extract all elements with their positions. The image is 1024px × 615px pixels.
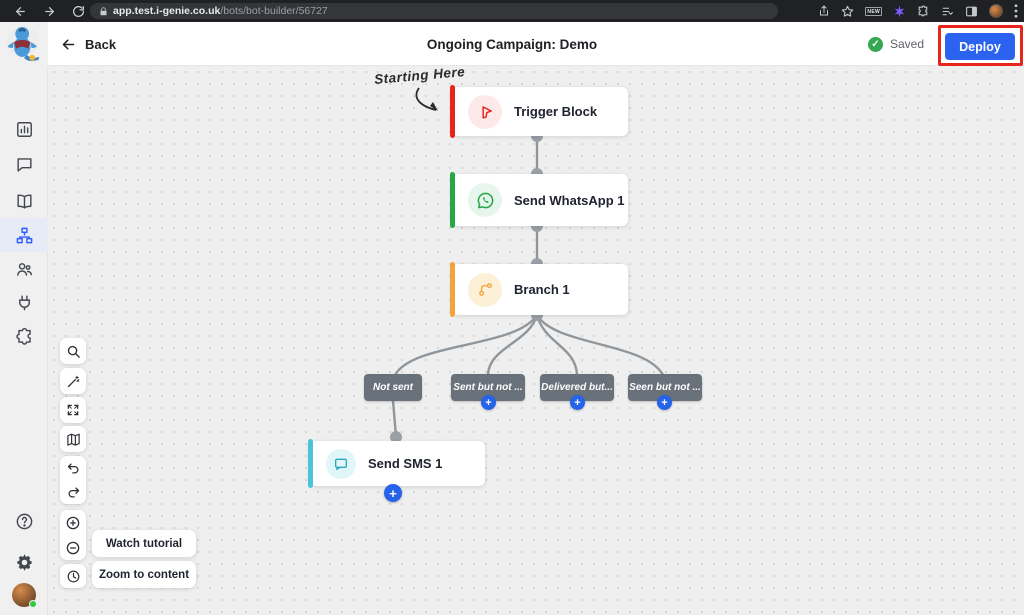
- url-bar[interactable]: app.test.i-genie.co.uk/bots/bot-builder/…: [90, 3, 778, 19]
- canvas-history-button[interactable]: [60, 564, 86, 588]
- branch-label-sent-not[interactable]: Sent but not ...: [451, 374, 525, 401]
- branch-label-not-sent[interactable]: Not sent: [364, 374, 422, 401]
- sidebar-item-chats[interactable]: [0, 147, 48, 181]
- flow-canvas[interactable]: Starting Here Trigger Block Send WhatsAp…: [48, 64, 1024, 615]
- back-label: Back: [85, 36, 117, 52]
- extensions-puzzle-icon[interactable]: [917, 5, 930, 18]
- genie-logo-icon: [7, 25, 40, 62]
- node-label: Send WhatsApp 1: [514, 192, 625, 208]
- chat-bubble-icon: [16, 157, 32, 172]
- sms-icon: [326, 448, 356, 479]
- plug-icon: [18, 294, 30, 310]
- browser-chrome: app.test.i-genie.co.uk/bots/bot-builder/…: [0, 0, 1024, 22]
- users-icon: [16, 262, 32, 276]
- node-branch[interactable]: Branch 1: [450, 262, 628, 317]
- book-icon: [16, 193, 32, 209]
- canvas-search-button[interactable]: [60, 338, 86, 364]
- extension-new-icon[interactable]: NEW: [865, 6, 882, 16]
- user-avatar[interactable]: [12, 583, 37, 608]
- canvas-magic-wand-button[interactable]: [60, 368, 86, 394]
- zoom-in-icon[interactable]: [65, 515, 81, 531]
- url-path: /bots/bot-builder/56727: [220, 5, 328, 17]
- redo-icon[interactable]: [66, 485, 81, 500]
- sidebar-item-bot-builder[interactable]: [0, 218, 48, 252]
- browser-menu-icon[interactable]: [1014, 4, 1018, 18]
- bar-chart-icon: [16, 121, 32, 137]
- sidebar-item-contacts[interactable]: [0, 252, 48, 286]
- node-trigger-block[interactable]: Trigger Block: [450, 85, 628, 138]
- trigger-icon: [468, 94, 502, 129]
- deploy-button[interactable]: Deploy: [945, 33, 1015, 60]
- app-logo[interactable]: [0, 22, 48, 66]
- node-accent-bar: [450, 172, 455, 228]
- node-label: Branch 1: [514, 282, 570, 297]
- app-header: Back Ongoing Campaign: Demo ✓ Saved Depl…: [0, 22, 1024, 66]
- app-sidebar: [0, 66, 48, 615]
- node-label: Trigger Block: [514, 104, 598, 119]
- add-step-button[interactable]: +: [384, 484, 402, 502]
- node-send-whatsapp[interactable]: Send WhatsApp 1: [450, 172, 628, 228]
- side-panel-icon[interactable]: [965, 5, 978, 18]
- saved-check-icon: ✓: [867, 36, 883, 52]
- gear-icon: [16, 554, 32, 570]
- map-icon: [66, 433, 80, 446]
- browser-back-icon[interactable]: [14, 5, 27, 18]
- zoom-out-icon[interactable]: [65, 540, 81, 556]
- history-clock-icon: [67, 570, 79, 582]
- saved-label: Saved: [889, 37, 924, 51]
- node-label: Send SMS 1: [368, 456, 443, 471]
- undo-icon[interactable]: [66, 461, 81, 476]
- fullscreen-icon: [67, 404, 79, 416]
- whatsapp-icon: [468, 183, 502, 217]
- add-step-button[interactable]: +: [570, 395, 585, 410]
- save-status: ✓ Saved: [867, 22, 924, 66]
- node-accent-bar: [308, 439, 313, 488]
- add-step-button[interactable]: +: [657, 395, 672, 410]
- back-arrow-icon: [62, 38, 75, 50]
- undo-redo-group: [60, 456, 86, 504]
- sidebar-item-help[interactable]: [0, 504, 48, 538]
- node-accent-bar: [450, 262, 455, 317]
- sitemap-icon: [16, 227, 32, 243]
- bookmark-star-icon[interactable]: [841, 5, 854, 18]
- annotation-arrow: [415, 87, 437, 111]
- back-button[interactable]: Back: [60, 22, 116, 66]
- search-icon: [67, 345, 80, 358]
- zoom-controls: [60, 510, 86, 560]
- help-icon: [16, 513, 32, 529]
- online-status-dot: [29, 600, 37, 608]
- sidebar-item-settings[interactable]: [0, 545, 48, 579]
- reading-list-icon[interactable]: [941, 5, 954, 18]
- sidebar-item-addons[interactable]: [0, 319, 48, 353]
- browser-forward-icon[interactable]: [43, 5, 56, 18]
- url-host: app.test.i-genie.co.uk: [113, 5, 221, 17]
- branch-icon: [468, 272, 502, 307]
- puzzle-icon: [15, 327, 31, 345]
- sidebar-item-integrations[interactable]: [0, 285, 48, 319]
- zoom-to-content-button[interactable]: Zoom to content: [92, 561, 196, 588]
- share-icon[interactable]: [818, 5, 830, 17]
- sidebar-item-knowledge[interactable]: [0, 184, 48, 218]
- magic-wand-icon: [67, 375, 79, 387]
- browser-profile-avatar[interactable]: [989, 4, 1003, 18]
- lock-icon: [100, 6, 107, 15]
- canvas-minimap-button[interactable]: [60, 426, 86, 452]
- node-send-sms[interactable]: Send SMS 1: [308, 439, 485, 488]
- canvas-fullscreen-button[interactable]: [60, 397, 86, 423]
- sidebar-item-analytics[interactable]: [0, 112, 48, 146]
- watch-tutorial-button[interactable]: Watch tutorial: [92, 530, 196, 557]
- browser-reload-icon[interactable]: [72, 5, 85, 18]
- add-step-button[interactable]: +: [481, 395, 496, 410]
- extension-spark-icon[interactable]: [893, 5, 906, 18]
- node-accent-bar: [450, 85, 455, 138]
